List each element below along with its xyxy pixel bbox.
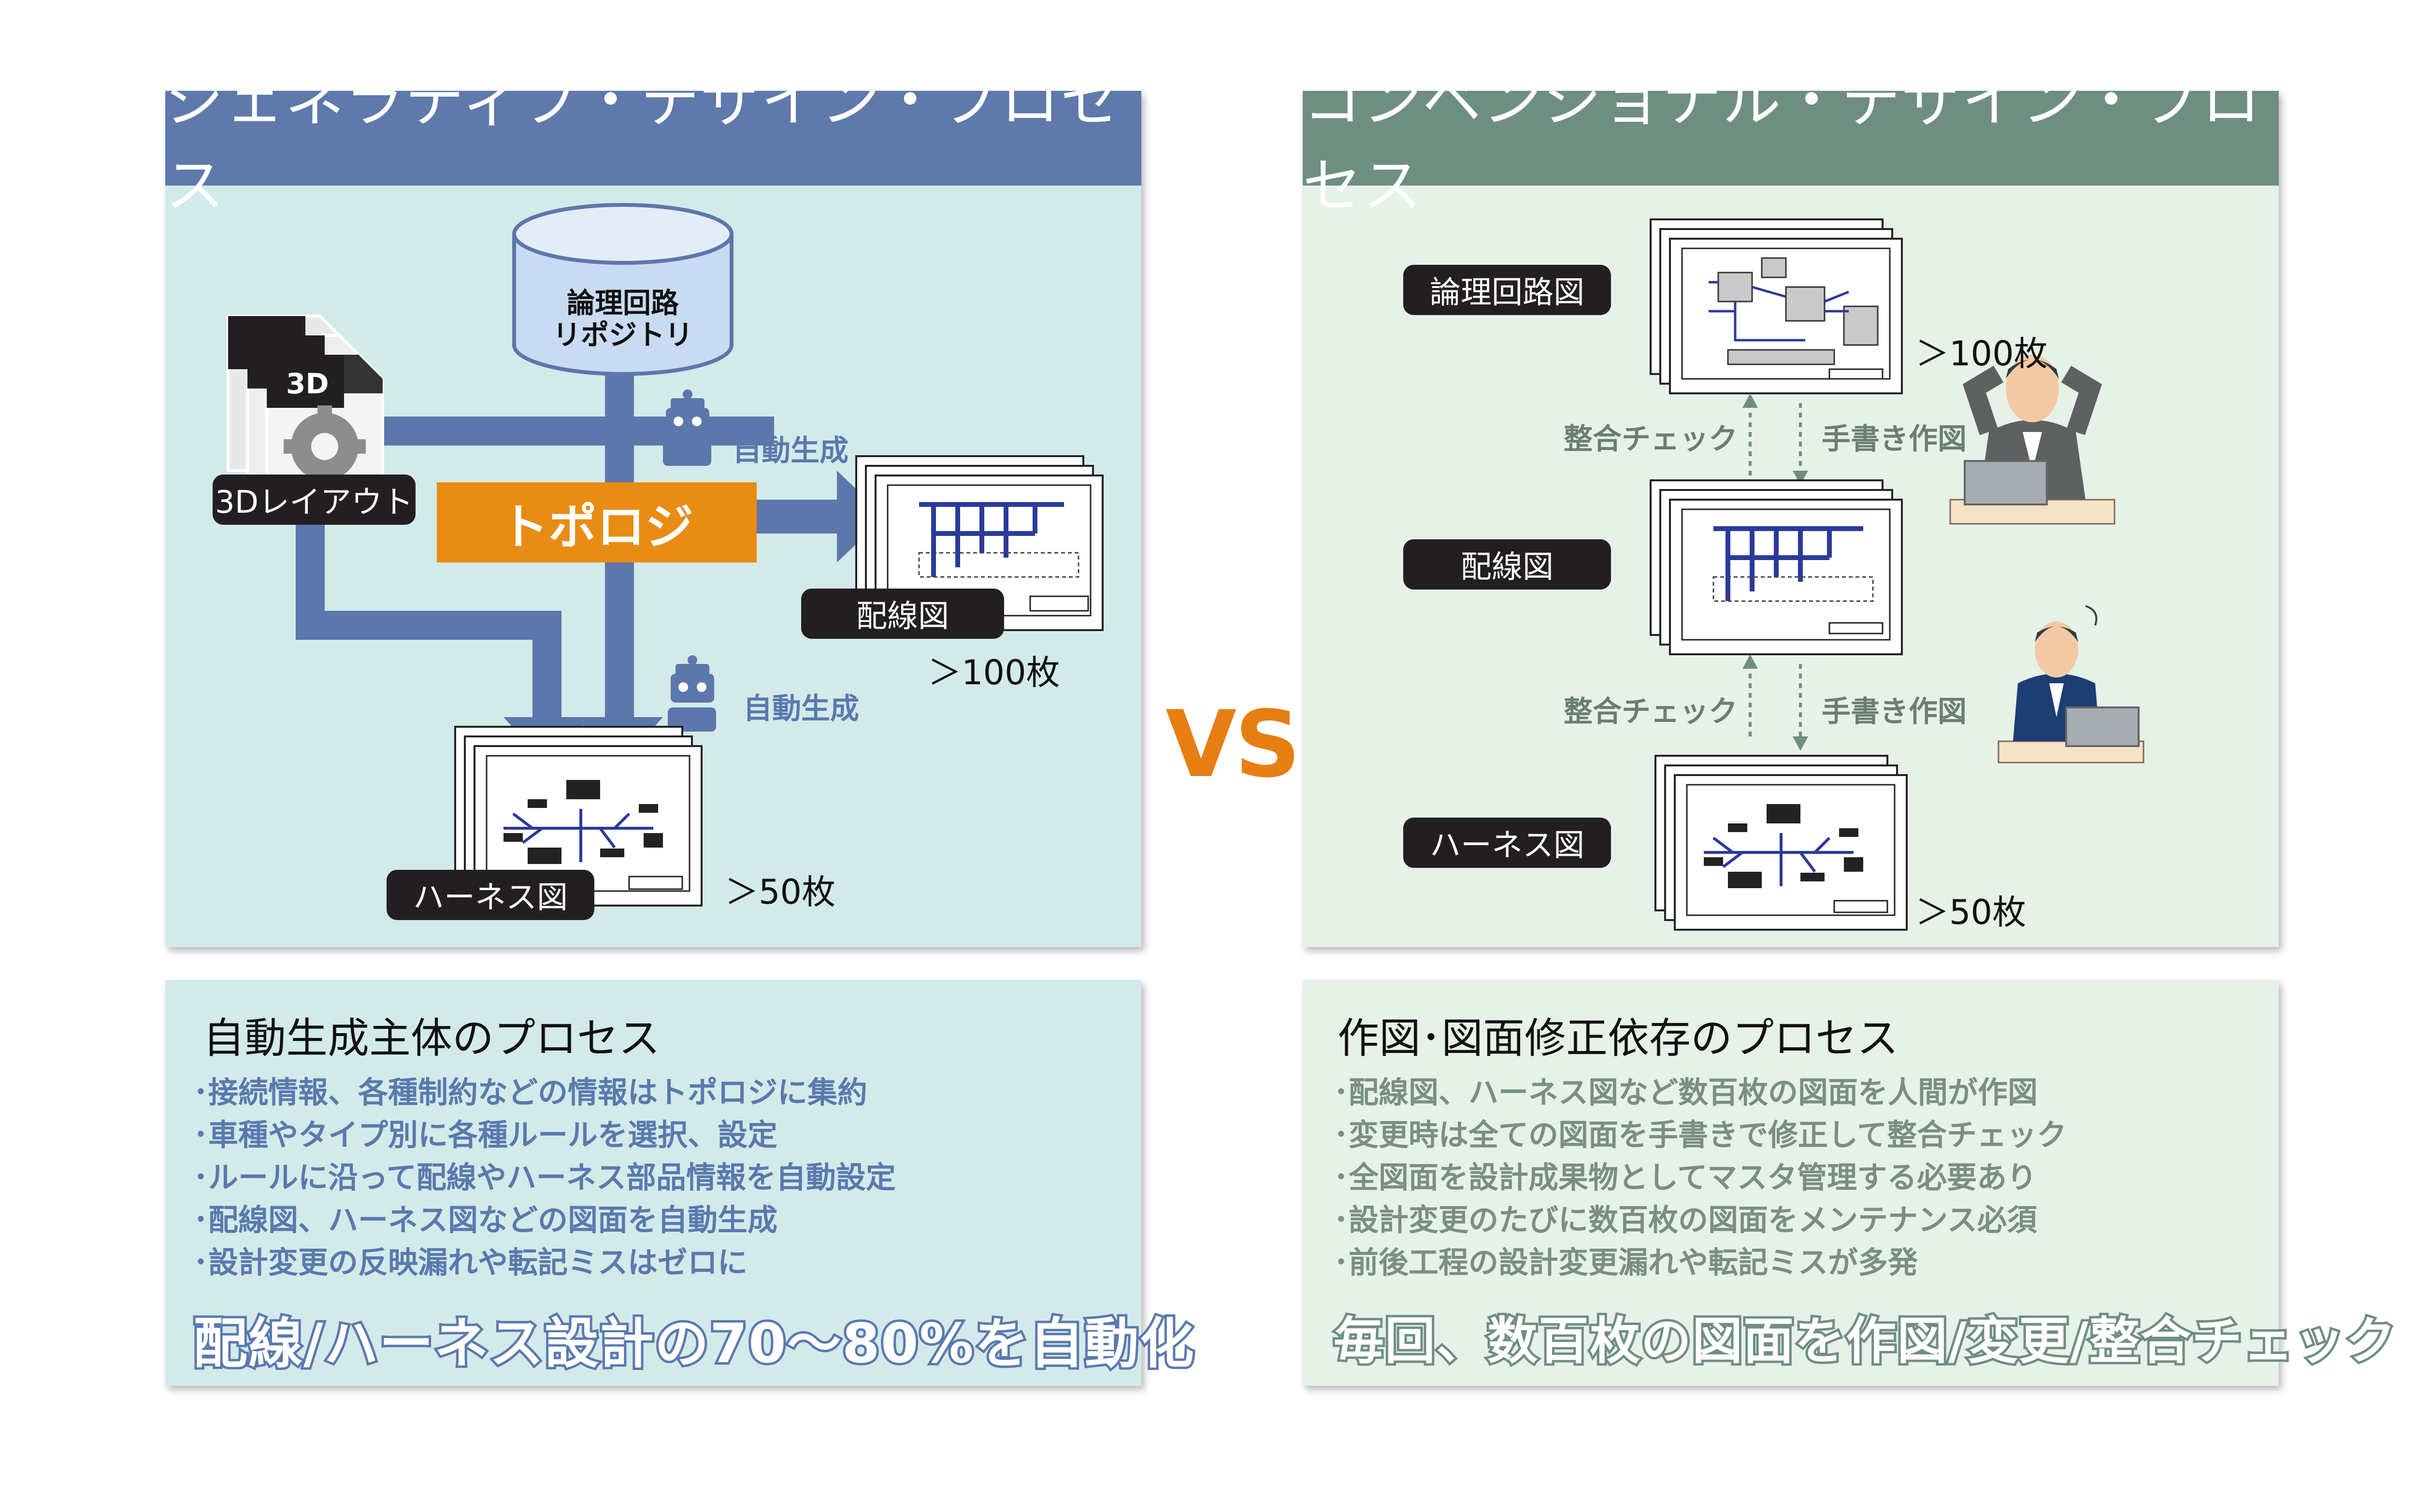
auto-generate-label-2: 自動生成	[743, 692, 859, 726]
logic-count: ＞100枚	[1915, 334, 2048, 374]
harness-drawing-stack-icon	[454, 726, 703, 907]
generative-header: ジェネラティブ・デザイン・プロセス	[165, 66, 1141, 220]
repository-cylinder-icon	[512, 203, 733, 376]
logic-drawing-stack-icon	[1650, 218, 1903, 394]
phone-engineer-icon	[1998, 605, 2144, 763]
dotted-arrowheads	[1742, 393, 1808, 751]
generative-summary-headline: 配線/ハーネス設計の70～80%を自動化	[191, 1310, 1196, 1378]
hand-drawing-label-1: 手書き作図	[1822, 422, 1967, 456]
vs-label: VS	[1165, 691, 1301, 798]
conventional-summary-title: 作図･図面修正依存のプロセス	[1337, 1014, 1898, 1063]
conventional-bullet-1: ･配線図、ハーネス図など数百枚の図面を人間が作図	[1334, 1075, 2038, 1110]
conventional-summary-headline: 毎回、数百枚の図面を作図/変更/整合チェック	[1331, 1309, 2398, 1373]
wiring-label-2: 配線図	[1403, 539, 1611, 590]
harness-count: ＞50枚	[725, 872, 836, 912]
conventional-diagram	[1650, 218, 2144, 931]
generative-bullet-1: ･接続情報、各種制約などの情報はトポロジに集約	[193, 1075, 868, 1110]
3d-layout-label: 3Dレイアウト	[213, 475, 416, 525]
topology-box: トポロジ	[437, 482, 757, 562]
harness-count-2: ＞50枚	[1915, 893, 2027, 932]
generative-bullet-4: ･配線図、ハーネス図などの図面を自動生成	[193, 1202, 778, 1238]
wiring-drawing-stack-icon-2	[1650, 479, 1903, 655]
repository-label: 論理回路 リポジトリ	[552, 287, 693, 351]
generative-diagram	[227, 203, 1104, 907]
auto-generate-label-1: 自動生成	[733, 434, 848, 468]
robot-icon	[663, 389, 711, 466]
generative-summary-box	[165, 980, 1141, 1386]
wiring-count: ＞100枚	[928, 653, 1060, 692]
harness-label: ハーネス図	[387, 870, 594, 920]
harness-label-2: ハーネス図	[1403, 818, 1611, 868]
generative-bullet-5: ･設計変更の反映漏れや転記ミスはゼロに	[193, 1245, 748, 1280]
robot-icon-2	[668, 655, 716, 732]
consistency-check-label-1: 整合チェック	[1564, 422, 1738, 456]
3d-badge: 3D	[286, 367, 329, 400]
conventional-summary-box	[1303, 980, 2279, 1386]
wiring-label: 配線図	[801, 589, 1004, 639]
consistency-check-label-2: 整合チェック	[1564, 695, 1738, 729]
dotted-arrows	[1749, 403, 1802, 741]
3d-file-stack-icon	[227, 315, 384, 511]
generative-bullet-2: ･車種やタイプ別に各種ルールを選択、設定	[193, 1117, 778, 1152]
generative-summary-title: 自動生成主体のプロセス	[203, 1014, 660, 1063]
harness-drawing-stack-icon-2	[1654, 755, 1908, 931]
conventional-bullet-2: ･変更時は全ての図面を手書きで修正して整合チェック	[1334, 1117, 2067, 1152]
logic-circuit-label: 論理回路図	[1403, 265, 1611, 315]
generative-bullet-3: ･ルールに沿って配線やハーネス部品情報を自動設定	[193, 1160, 896, 1195]
conventional-bullet-4: ･設計変更のたびに数百枚の図面をメンテナンス必須	[1334, 1202, 2037, 1238]
conventional-bullet-5: ･前後工程の設計変更漏れや転記ミスが多発	[1334, 1245, 1918, 1280]
hand-drawing-label-2: 手書き作図	[1822, 695, 1967, 729]
stressed-engineer-icon	[1949, 355, 2115, 525]
conventional-header: コンベンショナル・デザイン・プロセス	[1303, 66, 2279, 220]
conventional-bullet-3: ･全図面を設計成果物としてマスタ管理する必要あり	[1334, 1160, 2037, 1195]
